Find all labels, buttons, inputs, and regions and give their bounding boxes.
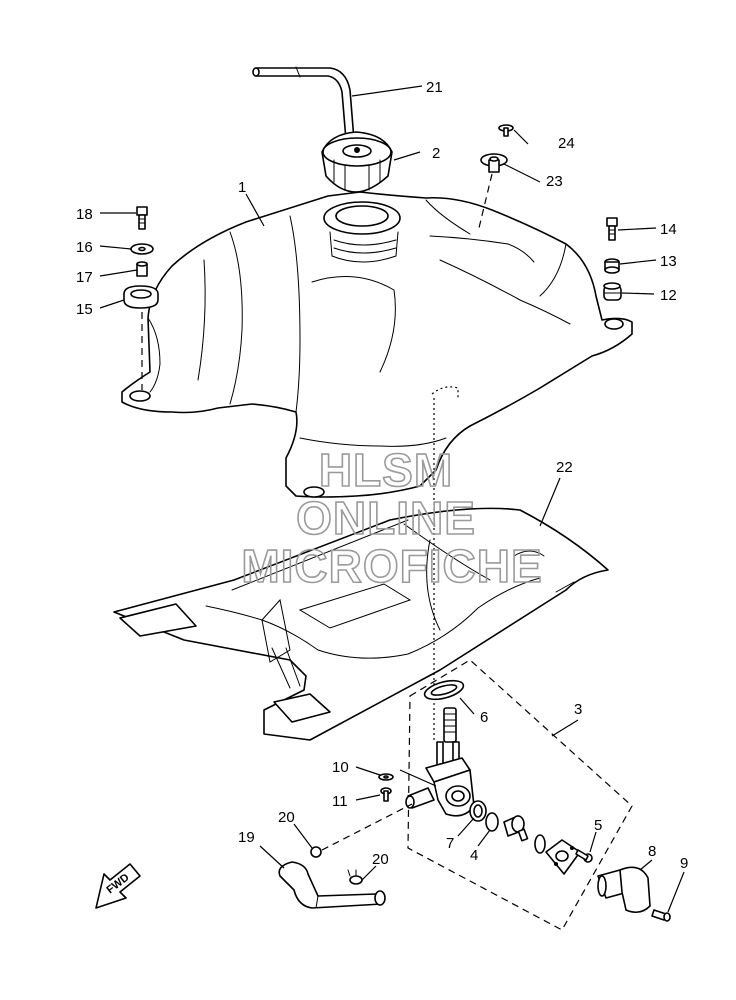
watermark-line3: MICROFICHE <box>241 540 542 592</box>
hose-connection-axis <box>321 803 413 851</box>
right-mount-damper <box>603 282 622 301</box>
callout-24: 24 <box>558 135 575 152</box>
watermark: HLSM ONLINE MICROFICHE <box>241 443 543 593</box>
right-mount-bolt <box>606 217 618 241</box>
fuel-line-path <box>431 386 459 400</box>
seal-ring <box>534 834 546 854</box>
o-ring <box>423 679 465 701</box>
screw-9 <box>651 909 671 922</box>
callout-19: 19 <box>238 829 255 846</box>
callout-22: 22 <box>556 459 573 476</box>
callout-21: 21 <box>426 79 443 96</box>
washer-axis <box>477 173 493 233</box>
washer-10 <box>378 773 394 781</box>
callout-15: 15 <box>76 301 93 318</box>
left-mount-washer <box>130 243 154 255</box>
callout-9: 9 <box>680 855 688 872</box>
screw-5 <box>575 849 593 863</box>
screw-11 <box>380 787 392 802</box>
callout-16: 16 <box>76 239 93 256</box>
callout-12: 12 <box>660 287 677 304</box>
filter-screen <box>469 800 487 822</box>
callout-14: 14 <box>660 221 677 238</box>
screw-24 <box>498 124 514 137</box>
callout-2: 2 <box>432 145 440 162</box>
fuel-cock <box>405 707 475 817</box>
callout-8: 8 <box>648 843 656 860</box>
callout-7: 7 <box>446 835 454 852</box>
callout-1: 1 <box>238 179 246 196</box>
callout-18: 18 <box>76 206 93 223</box>
side-cover <box>113 507 609 741</box>
left-mount-bolt <box>136 206 148 230</box>
fuel-tank <box>121 191 633 498</box>
callout-20a: 20 <box>278 809 295 826</box>
callout-numbers: 1 2 3 4 5 6 7 8 9 10 11 12 13 14 15 16 1… <box>76 79 688 872</box>
callout-10: 10 <box>332 759 349 776</box>
callout-4: 4 <box>470 847 478 864</box>
callout-11: 11 <box>332 793 348 810</box>
leader-lines <box>99 85 685 913</box>
callout-3: 3 <box>574 701 582 718</box>
callout-23: 23 <box>546 173 563 190</box>
fuel-cock-lever <box>597 866 651 914</box>
callout-6: 6 <box>480 709 488 726</box>
hose-clamp-20b <box>347 869 363 885</box>
screw-axis <box>399 769 437 787</box>
left-mount-collar <box>136 261 148 277</box>
fuel-hose <box>278 861 386 909</box>
callout-17: 17 <box>76 269 93 286</box>
lever-plate <box>545 839 581 875</box>
fuel-cap <box>321 131 393 193</box>
valve-stem <box>503 815 529 842</box>
gasket <box>485 812 499 832</box>
breather-hose <box>252 66 355 141</box>
watermark-line1: HLSM <box>319 444 453 496</box>
right-mount-collar <box>604 258 620 274</box>
rubber-washer <box>480 153 508 173</box>
fwd-arrow-icon: FWD <box>95 863 141 909</box>
left-mount-grommet <box>123 285 159 309</box>
fuel-cock-assembly-box <box>407 659 633 931</box>
callout-20b: 20 <box>372 851 389 868</box>
callout-5: 5 <box>594 817 602 834</box>
watermark-line2: ONLINE <box>296 492 476 544</box>
callout-13: 13 <box>660 253 677 270</box>
hose-clamp-20a <box>310 846 322 858</box>
